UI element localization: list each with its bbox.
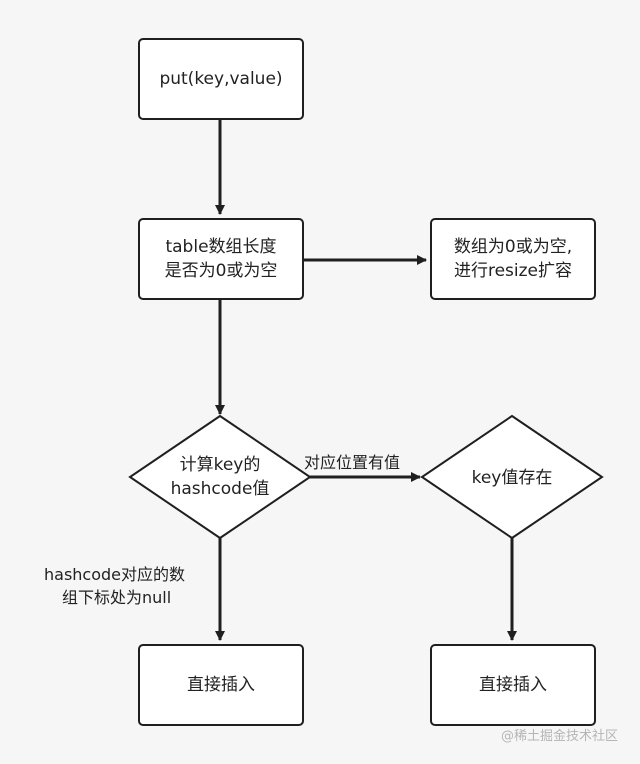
- node-insert-right: 直接插入: [430, 644, 596, 726]
- decision-key-exists-line-1: key值存在: [471, 468, 553, 488]
- node-put: put(key,value): [138, 38, 304, 120]
- node-check-table-line-1: table数组长度: [165, 237, 277, 257]
- decision-calc-hash-text: 计算key的 hashcode值: [150, 452, 290, 502]
- node-resize: 数组为0或为空, 进行resize扩容: [430, 218, 596, 300]
- node-check-table: table数组长度 是否为0或为空: [138, 218, 304, 300]
- node-resize-line-2: 进行resize扩容: [453, 261, 573, 281]
- decision-calc-hash-line-1: 计算key的: [179, 455, 261, 475]
- node-resize-line-1: 数组为0或为空,: [453, 237, 573, 257]
- node-check-table-line-2: 是否为0或为空: [164, 261, 278, 281]
- edge-label-null-index-line-1: hashcode对应的数: [44, 565, 186, 584]
- edge-label-has-value: 对应位置有值: [304, 453, 401, 472]
- edge-label-null-index-line-2: 组下标处为null: [62, 588, 172, 607]
- decision-diamond-calc-hash: [128, 414, 312, 540]
- watermark-text: @稀土掘金技术社区: [500, 729, 618, 744]
- decision-diamond-key-exists: [420, 414, 604, 540]
- node-insert-left-line-1: 直接插入: [187, 675, 255, 695]
- node-put-line-1: put(key,value): [159, 69, 283, 89]
- decision-calc-hash-line-2: hashcode值: [170, 479, 270, 499]
- node-insert-left: 直接插入: [138, 644, 304, 726]
- node-insert-right-line-1: 直接插入: [479, 675, 547, 695]
- decision-key-exists-text: key值存在: [442, 465, 582, 491]
